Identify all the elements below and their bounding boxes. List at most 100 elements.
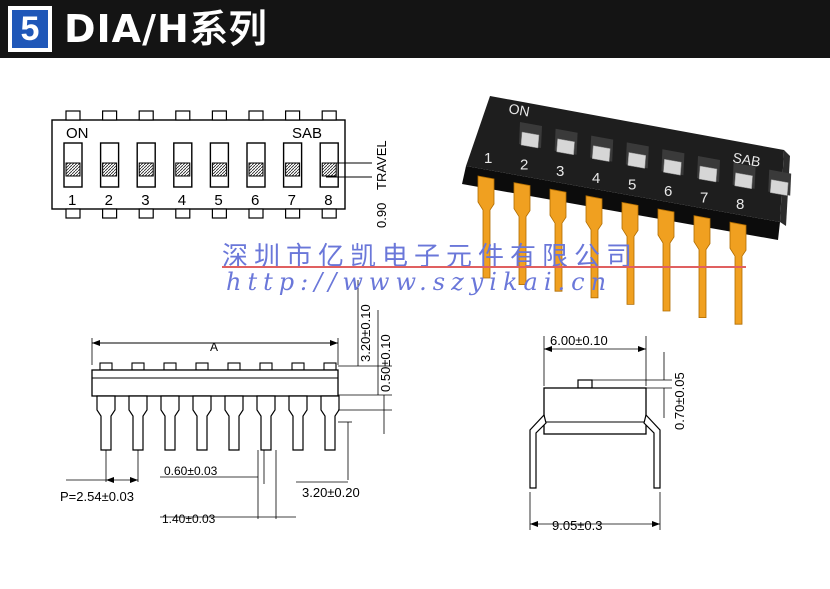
top-view-tab-6 <box>248 110 264 121</box>
top-view-slider-6 <box>248 162 264 177</box>
end-view-actuator <box>577 379 593 389</box>
top-view-number-7: 7 <box>288 192 296 209</box>
end-view: 6.00±0.10 0.70±0.05 9.05±0.3 <box>529 333 687 533</box>
header-bar: 5 DIA/H系列 <box>0 0 830 58</box>
top-view-number-2: 2 <box>105 192 113 209</box>
top-view-tab-bottom-6 <box>248 208 264 219</box>
top-view-tab-4 <box>175 110 191 121</box>
render-number-1: 1 <box>484 150 492 167</box>
render-number-6: 6 <box>664 183 672 200</box>
watermark-url: http://www.szyikai.cn <box>226 268 613 296</box>
side-view-tab-3 <box>163 362 177 371</box>
side-view-pin-8 <box>320 395 340 451</box>
render-actuator-6 <box>698 165 718 183</box>
top-view-number-5: 5 <box>214 192 222 209</box>
top-view-tab-2 <box>101 110 118 121</box>
top-view-slider-4 <box>175 162 191 177</box>
top-view-slider-5 <box>211 162 227 177</box>
render-number-7: 7 <box>700 190 708 207</box>
render-actuator-3 <box>591 145 611 162</box>
top-view-slider-1 <box>65 162 81 177</box>
top-view-tab-1 <box>65 110 81 121</box>
dim-pin-length: 3.20±0.20 <box>302 485 360 500</box>
top-view-tab-bottom-7 <box>285 208 301 219</box>
render-on-label: ON <box>507 100 530 119</box>
top-view-tab-5 <box>211 110 227 121</box>
end-view-body <box>543 387 647 435</box>
dim-pitch: P=2.54±0.03 <box>60 489 134 504</box>
side-view-tab-6 <box>259 362 273 371</box>
side-view: A 3.20±0.10 0.50±0.10 3.20±0.20 0.60±0.0… <box>60 280 393 526</box>
top-view-slider-2 <box>102 162 118 177</box>
top-view-tab-bottom-4 <box>175 208 191 219</box>
render-actuator-8 <box>769 179 789 196</box>
render-number-3: 3 <box>556 163 564 180</box>
side-view-tab-2 <box>131 362 145 371</box>
top-view-slider-7 <box>285 162 301 177</box>
page-title: DIA/H系列 <box>64 7 268 51</box>
render-number-2: 2 <box>520 157 528 174</box>
side-view-tab-4 <box>195 362 209 371</box>
top-view-tab-bottom-2 <box>101 208 118 219</box>
top-view-tab-bottom-8 <box>321 208 337 219</box>
render-sab-label: SAB <box>731 149 761 170</box>
render-pin-2 <box>513 182 531 286</box>
end-view-pin-right <box>643 413 661 489</box>
render-actuator-5 <box>663 158 682 176</box>
side-view-pin-5 <box>224 395 244 451</box>
travel-value: 0.90 <box>374 203 389 228</box>
top-view-number-3: 3 <box>141 192 149 209</box>
side-view-tabs <box>99 362 337 371</box>
dim-a: A <box>210 340 218 354</box>
render-actuator-1 <box>520 131 540 149</box>
side-view-pin-1 <box>96 395 116 451</box>
render-actuator-7 <box>734 172 753 190</box>
top-view-tab-3 <box>138 110 154 121</box>
side-view-tab-1 <box>99 362 113 371</box>
render-actuator-4 <box>627 152 647 169</box>
end-view-pin-left <box>529 413 547 489</box>
top-view-sab-label: SAB <box>292 125 322 142</box>
render-pin-3 <box>549 188 567 292</box>
top-view-slider-8 <box>321 162 337 177</box>
render-pin-8 <box>729 221 747 325</box>
side-view-pin-2 <box>128 395 148 451</box>
side-view-pin-3 <box>160 395 180 451</box>
dim-shoulder: 1.40±0.03 <box>162 512 216 526</box>
top-view-number-6: 6 <box>251 192 259 209</box>
render-number-5: 5 <box>628 176 636 193</box>
render-actuators <box>519 122 792 196</box>
dim-height: 3.20±0.10 <box>358 304 373 362</box>
side-view-pin-4 <box>192 395 212 451</box>
top-view-number-8: 8 <box>324 192 332 209</box>
side-view-tab-7 <box>291 362 305 371</box>
dim-body-width: 6.00±0.10 <box>550 333 608 348</box>
top-view-number-4: 4 <box>178 192 186 209</box>
top-view-on-label: ON <box>66 125 89 142</box>
side-view-body <box>91 369 339 397</box>
render-body-top <box>466 96 784 222</box>
dim-actuator: 0.70±0.05 <box>672 372 687 430</box>
side-view-pin-6 <box>256 395 276 451</box>
render-pin-6 <box>657 208 675 312</box>
top-view-switches <box>63 142 339 188</box>
dim-standoff: 0.50±0.10 <box>378 334 393 392</box>
top-view-tabs <box>65 110 337 219</box>
top-view-slider-3 <box>138 162 154 177</box>
watermark-underline <box>222 266 746 268</box>
render-pin-1 <box>477 175 495 279</box>
section-number: 5 <box>12 10 48 48</box>
top-view-tab-bottom-3 <box>138 208 154 219</box>
top-view-tab-bottom-5 <box>211 208 227 219</box>
side-view-tab-8 <box>323 362 337 371</box>
dim-pin-width: 0.60±0.03 <box>164 464 218 478</box>
render-number-8: 8 <box>736 196 744 213</box>
travel-label: TRAVEL <box>374 140 389 190</box>
side-view-pin-7 <box>288 395 308 451</box>
render-pin-4 <box>585 195 603 299</box>
